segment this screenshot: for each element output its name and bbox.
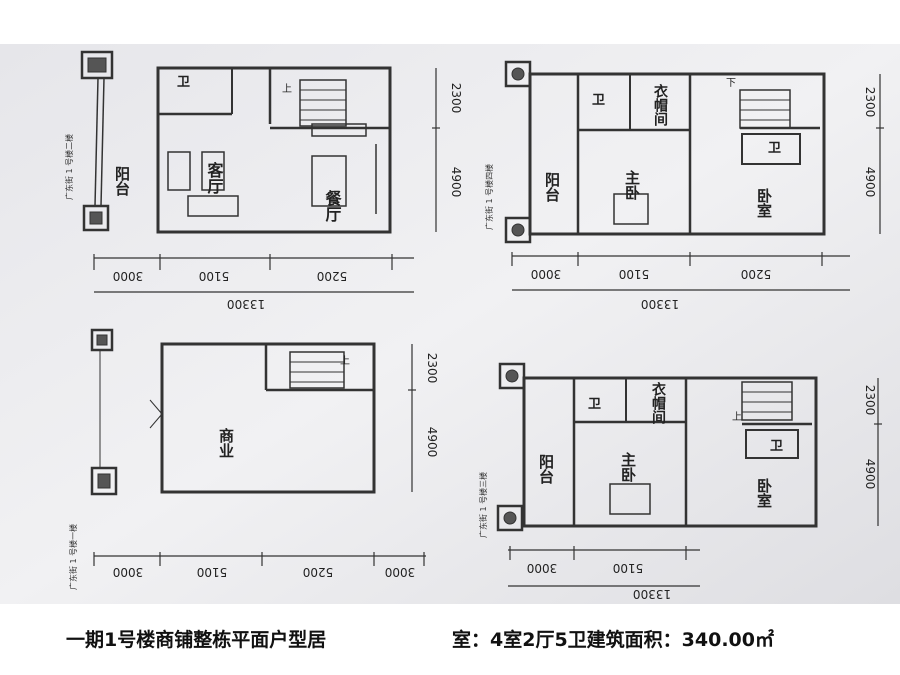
floor2-dim-h3: 5200 xyxy=(317,269,348,283)
floor4-dim-total: 13300 xyxy=(641,297,679,311)
floor3-master-label: 主卧 xyxy=(619,451,637,483)
plan-floor4 xyxy=(504,60,826,244)
floor2-dim-h2: 5100 xyxy=(199,269,230,283)
floor-plan-sheet: 阳台 卫 客厅 餐厅 上 3000 5100 5200 13300 2300 4… xyxy=(0,44,900,604)
floor2-dim-h1: 3000 xyxy=(113,269,144,283)
floor4-stair-mark: 下 xyxy=(726,78,736,89)
floor4-dim-h2: 5100 xyxy=(619,267,650,281)
floor3-bath1-label: 卫 xyxy=(588,397,601,412)
floor3-dim-v1: 2300 xyxy=(863,385,877,416)
floor4-master-label: 主卧 xyxy=(623,169,641,201)
floor1-dimension-lines xyxy=(93,344,426,566)
floor3-dimension-lines xyxy=(508,378,882,587)
floor1-stair-mark: 上 xyxy=(340,355,350,367)
floor4-closet-label: 衣帽间 xyxy=(652,83,668,127)
floor1-dim-v1: 2300 xyxy=(425,353,439,384)
floor2-living-label: 客厅 xyxy=(205,161,224,195)
floor2-dim-total: 13300 xyxy=(227,297,265,311)
floor4-dim-h3: 5200 xyxy=(741,267,772,281)
floor1-side-label: 广东街 1 号楼一楼 xyxy=(68,524,78,590)
floor1-dim-v2: 4900 xyxy=(425,427,439,458)
floor3-stair-mark: 上 xyxy=(732,411,742,423)
caption-bar: 一期1号楼商铺整栋平面户型居 室：4室2厅5卫建筑面积：340.00㎡ xyxy=(0,612,900,662)
floor4-bath1-label: 卫 xyxy=(592,93,605,108)
floor3-side-label: 广东街 1 号楼三楼 xyxy=(478,472,488,538)
floor2-side-label: 广东街 1 号楼二楼 xyxy=(64,134,74,200)
floor4-dimension-lines xyxy=(511,74,884,291)
floor1-shop-label: 商业 xyxy=(217,427,235,458)
plan-floor2 xyxy=(80,50,392,234)
floor3-dim-h1: 3000 xyxy=(527,561,558,575)
floor2-dim-v1: 2300 xyxy=(449,83,463,114)
floor3-closet-label: 衣帽间 xyxy=(650,381,666,425)
plan-floor1 xyxy=(90,328,376,496)
floor1-dim-h3: 5200 xyxy=(303,565,334,579)
floor3-dim-total: 13300 xyxy=(633,587,671,601)
floor3-balcony-label: 阳台 xyxy=(537,454,555,485)
floor3-dim-h2: 5100 xyxy=(613,561,644,575)
floor1-dim-h1: 3000 xyxy=(113,565,144,579)
floor4-bath2-label: 卫 xyxy=(768,141,781,156)
floor2-dim-v2: 4900 xyxy=(449,167,463,198)
floor2-stair-mark: 上 xyxy=(282,83,292,95)
floor1-dim-h2: 5100 xyxy=(197,565,228,579)
floor2-bath-label: 卫 xyxy=(177,75,190,90)
caption-specs: 室：4室2厅5卫建筑面积：340.00㎡ xyxy=(452,629,774,651)
caption-title: 一期1号楼商铺整栋平面户型居 xyxy=(66,629,327,651)
plan-floor3 xyxy=(496,362,818,532)
floor4-bedroom-label: 卧室 xyxy=(755,188,773,218)
floor2-dining-label: 餐厅 xyxy=(323,189,343,223)
floor3-bedroom-label: 卧室 xyxy=(755,478,773,508)
floor4-dim-v1: 2300 xyxy=(863,87,877,118)
floor2-balcony-label: 阳台 xyxy=(113,166,131,197)
floor4-dim-h1: 3000 xyxy=(531,267,562,281)
floor4-dim-v2: 4900 xyxy=(863,167,877,198)
floor3-bath2-label: 卫 xyxy=(770,439,783,454)
paper-background xyxy=(0,44,900,604)
floor4-balcony-label: 阳台 xyxy=(543,172,561,203)
floor4-side-label: 广东街 1 号楼四楼 xyxy=(484,164,494,230)
floor3-dim-v2: 4900 xyxy=(863,459,877,490)
floor1-dim-h4: 3000 xyxy=(385,565,416,579)
floor2-dimension-lines xyxy=(93,68,440,293)
